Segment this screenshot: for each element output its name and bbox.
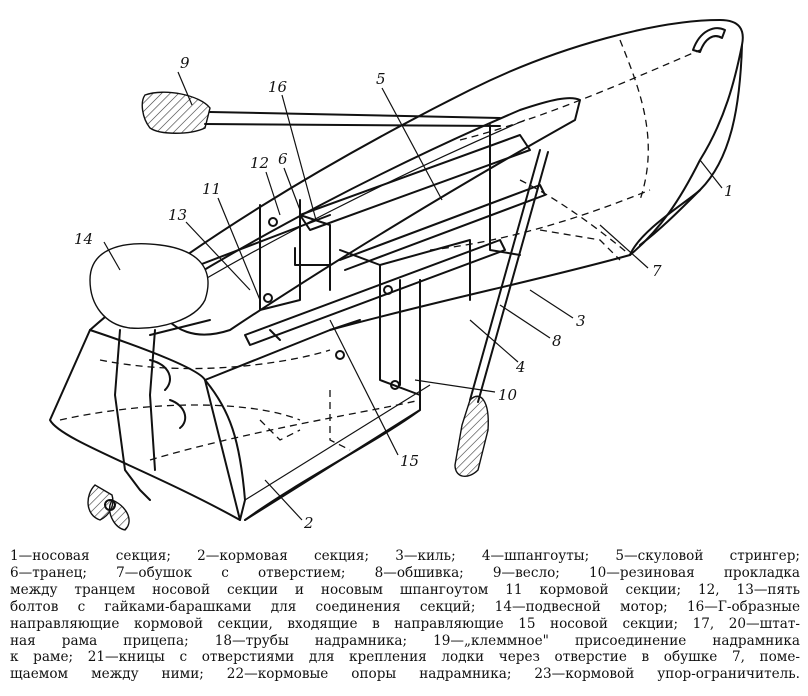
chine-line xyxy=(244,394,421,521)
bolts xyxy=(263,217,400,390)
label-10: 10 xyxy=(498,386,518,404)
boat-diagram: 9 16 5 12 6 11 13 14 1 7 3 8 4 10 15 2 xyxy=(49,19,744,532)
label-2: 2 xyxy=(303,514,314,532)
caption-line: между транцем носовой секции и носовым ш… xyxy=(10,581,800,598)
caption-line: болтов с гайками-барашками для соединени… xyxy=(10,598,800,615)
label-7: 7 xyxy=(652,262,662,280)
label-11: 11 xyxy=(202,180,221,198)
caption-line: 1—носовая секция; 2—кормовая секция; 3—к… xyxy=(10,548,800,564)
leader-lines xyxy=(103,71,723,521)
label-8: 8 xyxy=(552,332,562,350)
outboard-motor xyxy=(87,243,209,531)
label-15: 15 xyxy=(400,452,419,470)
figure-caption: 1—носовая секция; 2—кормовая секция; 3—к… xyxy=(10,548,800,683)
label-12: 12 xyxy=(250,154,269,172)
label-6: 6 xyxy=(278,150,288,168)
oar xyxy=(141,91,501,134)
label-14: 14 xyxy=(74,230,93,248)
label-4: 4 xyxy=(515,358,526,376)
label-9: 9 xyxy=(180,54,190,72)
l-guide xyxy=(294,247,331,273)
caption-line: к раме; 21—кницы с отверстиями для крепл… xyxy=(10,649,800,666)
label-5: 5 xyxy=(376,70,386,88)
label-13: 13 xyxy=(168,206,187,224)
second-oar xyxy=(454,149,549,477)
label-16: 16 xyxy=(268,78,288,96)
caption-line: ная рама прицепа; 18—трубы надрамника; 1… xyxy=(10,632,800,649)
inner-chine xyxy=(244,384,431,501)
caption-line: 6—транец; 7—обушок с отверстием; 8—обшив… xyxy=(10,564,800,581)
bow-handle-icon xyxy=(692,27,726,53)
caption-line: щаемом между ними; 22—кормовые опоры над… xyxy=(10,666,800,683)
label-1: 1 xyxy=(724,182,734,200)
caption-line: направляющие кормовой секции, входящие в… xyxy=(10,615,800,632)
label-3: 3 xyxy=(576,312,586,330)
